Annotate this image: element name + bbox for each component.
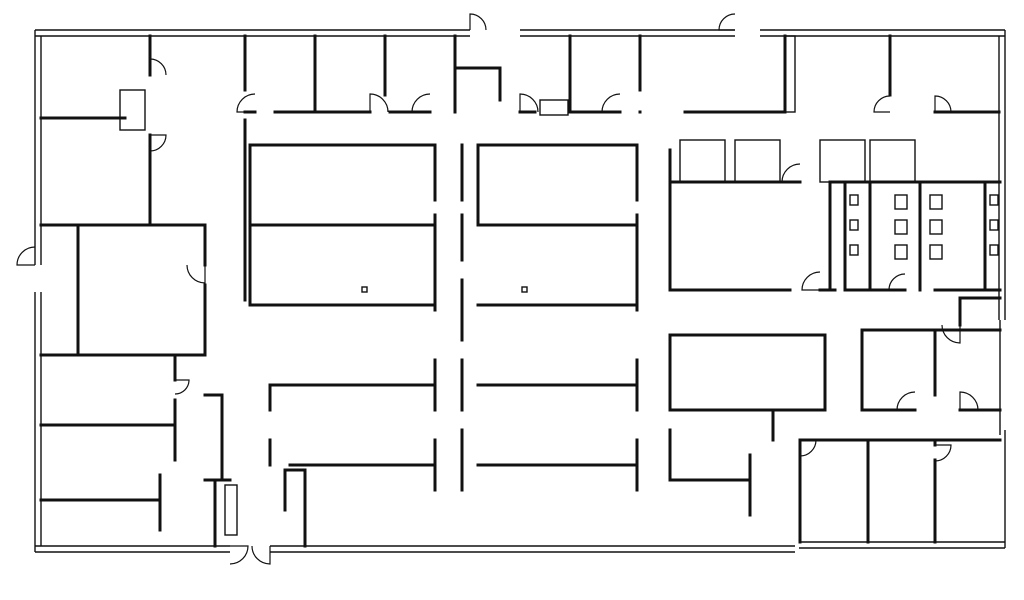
door-swing	[149, 134, 167, 152]
door-swing	[873, 95, 891, 113]
door-swing	[959, 391, 979, 411]
sink-icon	[989, 194, 999, 206]
toilet-icon	[929, 194, 943, 210]
window-panel	[784, 35, 796, 113]
fixtures	[119, 35, 999, 536]
column-marker	[521, 286, 528, 293]
stair-icon	[119, 89, 146, 131]
walls	[34, 29, 1006, 553]
door-swing	[469, 13, 487, 31]
door-swing	[941, 324, 961, 344]
toilet-icon	[929, 219, 943, 235]
door-swing	[781, 163, 801, 183]
door-swing	[799, 439, 817, 457]
sink-icon	[989, 219, 999, 231]
toilet-icon	[894, 244, 908, 260]
doors	[16, 13, 979, 565]
door-swing	[896, 391, 916, 411]
door-swing	[934, 95, 952, 113]
door-swing	[888, 273, 906, 291]
restroom-stall	[734, 139, 781, 183]
door-swing	[236, 93, 256, 113]
door-swing	[718, 13, 736, 31]
toilet-icon	[894, 194, 908, 210]
sink-icon	[989, 244, 999, 256]
door-swing	[519, 93, 539, 113]
sink-icon	[849, 194, 859, 206]
column-marker	[361, 286, 368, 293]
sink-icon	[849, 244, 859, 256]
toilet-icon	[929, 244, 943, 260]
restroom-stall	[869, 139, 916, 183]
door-swing	[601, 93, 621, 113]
sink-icon	[849, 219, 859, 231]
door-swing	[16, 246, 36, 266]
door-swing	[411, 93, 431, 113]
door-swing	[174, 379, 190, 395]
fixture-box	[539, 99, 569, 116]
toilet-icon	[894, 219, 908, 235]
door-swing	[229, 545, 249, 565]
restroom-stall	[679, 139, 726, 183]
door-swing	[369, 93, 389, 113]
stair-icon	[224, 484, 238, 536]
door-swing	[934, 444, 952, 462]
door-swing	[801, 271, 821, 291]
restroom-stall	[819, 139, 866, 183]
door-swing	[149, 58, 167, 76]
door-swing	[251, 545, 271, 565]
door-swing	[186, 264, 206, 284]
